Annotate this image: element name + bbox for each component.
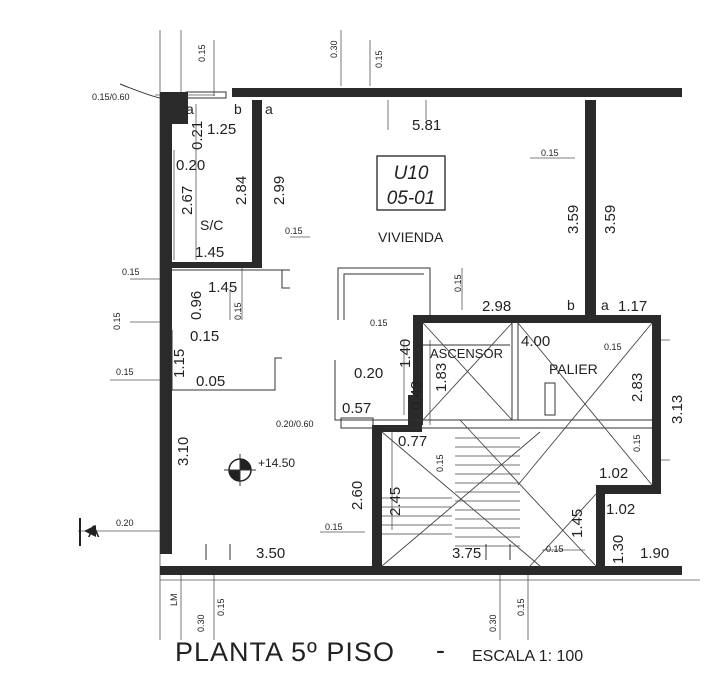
small-dimension-notes: 0.15 0.30 0.15 0.15 0.15 0.15 0.15 0.15 … [112, 40, 642, 632]
dimension-label: 0.21 [189, 121, 206, 150]
dimension-label: 2.83 [629, 373, 646, 402]
wall-mark: b [567, 297, 575, 313]
small-dimension: 0.15 [453, 274, 463, 292]
dimension-label: 1.30 [610, 535, 627, 564]
wall-note: 0.20/0.60 [276, 419, 314, 429]
unit-label-box [376, 155, 446, 211]
dimension-label: 3.59 [565, 205, 582, 234]
dimension-label: 1.83 [433, 363, 450, 392]
dimension-label: 0.57 [342, 400, 371, 417]
dimension-label: 0.43 [408, 381, 425, 410]
dimension-labels: 5.81 1.25 0.20 1.45 1.45 0.15 0.05 3.50 … [176, 117, 669, 562]
small-dimension: 0.15 [325, 522, 343, 532]
small-dimension: 0.15 [116, 367, 134, 377]
wall-mark: a [265, 101, 273, 117]
small-dimension: 0.15 [546, 544, 564, 554]
dimension-label: 1.25 [207, 121, 236, 138]
small-dimension: 0.20 [116, 518, 134, 528]
small-dimension: 0.15 [374, 50, 384, 68]
stair-treads [382, 437, 520, 547]
small-dimension: 0.15 [233, 302, 243, 320]
small-dimension: 0.15 [370, 318, 388, 328]
section-marker-label: A [88, 522, 100, 541]
dimension-label: 3.50 [256, 545, 285, 562]
dimension-label: 1.02 [599, 465, 628, 482]
dimension-label: 1.90 [640, 545, 669, 562]
level-label: +14.50 [258, 456, 295, 470]
dimension-label: 3.59 [602, 205, 619, 234]
dimension-label: 2.98 [482, 298, 511, 315]
stair-and-shaft-crosses [381, 322, 653, 567]
wall-mark: a [186, 101, 194, 117]
dimension-label: 0.20 [176, 157, 205, 174]
dimension-label: 1.45 [208, 279, 237, 296]
walls [160, 88, 682, 575]
small-dimension: 0.15 [122, 267, 140, 277]
room-label-landing: PALIER [549, 361, 598, 377]
dimension-label: 2.67 [179, 186, 196, 215]
unit-code: U10 [394, 163, 429, 184]
small-dimension: 0.15 [112, 312, 122, 330]
dimension-label: 2.84 [233, 176, 250, 205]
small-dimension: 0.15 [197, 44, 207, 62]
dimension-label: 0.20 [354, 365, 383, 382]
corner-note: 0.15/0.60 [92, 92, 130, 102]
unit-type-label: VIVIENDA [378, 229, 444, 245]
plan-scale: ESCALA 1: 100 [472, 648, 583, 665]
partitions [171, 91, 652, 429]
unit-number: 05-01 [387, 188, 436, 209]
dimension-label: 0.96 [188, 291, 205, 320]
dimension-label: 1.17 [618, 298, 647, 315]
axis-marker-label: LM [169, 593, 179, 606]
small-dimension: 0.30 [196, 614, 206, 632]
small-dimension: 0.15 [632, 434, 642, 452]
wall-mark: b [234, 101, 242, 117]
title-separator: - [436, 635, 446, 665]
small-dimension: 0.30 [329, 40, 339, 58]
dimension-label: 5.81 [412, 117, 441, 134]
dimension-label: 1.45 [569, 509, 586, 538]
small-dimension: 0.15 [216, 598, 226, 616]
dimension-label: 3.75 [452, 545, 481, 562]
small-dimension: 0.15 [285, 226, 303, 236]
dimension-label: 1.02 [606, 501, 635, 518]
small-dimension: 0.30 [488, 614, 498, 632]
plan-title: PLANTA 5º PISO [175, 637, 395, 667]
small-dimension: 0.15 [516, 598, 526, 616]
room-label-elevator: ASCENSOR [430, 346, 503, 361]
small-dimension: 0.15 [435, 454, 445, 472]
dimension-label: 4.00 [521, 333, 550, 350]
vertical-dimension-labels: 0.21 2.67 2.84 2.99 0.96 1.15 3.10 2.60 … [171, 121, 686, 564]
small-dimension: 0.15 [541, 148, 559, 158]
room-label-service: S/C [200, 217, 223, 233]
dimension-label: 1.15 [171, 349, 188, 378]
dimension-label: 0.15 [190, 328, 219, 345]
dimension-label: 3.10 [175, 437, 192, 466]
dimension-label: 2.60 [349, 481, 366, 510]
dimension-label: 2.45 [387, 487, 404, 516]
dimension-label: 0.77 [398, 433, 427, 450]
level-marker [224, 454, 256, 486]
dimension-label: 1.45 [195, 244, 224, 261]
small-dimension: 0.15 [604, 342, 622, 352]
wall-mark: a [601, 297, 609, 313]
dimension-label: 2.99 [271, 176, 288, 205]
section-marker [79, 518, 96, 546]
dimension-label: 3.13 [669, 395, 686, 424]
arrow-marks [119, 83, 511, 560]
dimension-label: 0.05 [196, 373, 225, 390]
dimension-label: 1.40 [397, 339, 414, 368]
